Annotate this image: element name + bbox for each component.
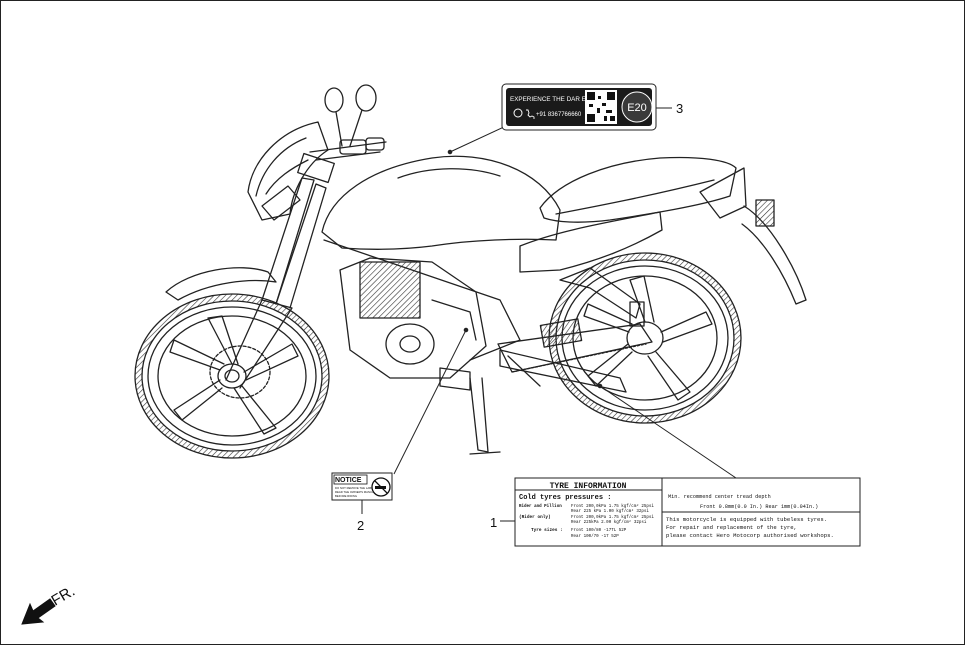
phone-icon	[526, 109, 535, 119]
tubeless-note-2: For repair and replacement of the tyre,	[666, 524, 797, 531]
label-3-sticker: EXPERIENCE THE DAR E +91 8367766660 E20	[501, 83, 657, 131]
handlebar-mirrors	[309, 84, 387, 161]
side-stand	[439, 355, 541, 455]
tyre-sizes-label: Tyre sizes :	[531, 528, 563, 533]
arrow-front-icon	[21, 598, 56, 625]
exhaust	[499, 349, 627, 393]
e20-badge-text: E20	[627, 102, 647, 114]
row1-rear: Rear 225 kPa 1.00 kgf/cm² 32psi	[571, 508, 649, 514]
whatsapp-icon	[513, 108, 523, 118]
side-panel	[519, 211, 663, 273]
headlight-cowl	[247, 121, 329, 221]
front-fender	[165, 267, 277, 301]
engine	[339, 257, 487, 379]
row3-front: Front 100/80 -17TL 52P	[571, 528, 627, 533]
fuel-tank	[321, 155, 561, 250]
rider-pillion-label: Rider and Pillion	[519, 504, 562, 509]
label-2-notice: NOTICE DO NOT REMOVE THE LABEL READ THE …	[331, 472, 393, 501]
row1-front: Front 200,0kPa 1.75 kgf/cm² 25psi	[571, 503, 654, 509]
row2-front: Front 200,0kPa 1.75 kgf/cm² 25psi	[571, 514, 654, 520]
rider-only-label: (Rider only)	[519, 515, 551, 520]
notice-title: NOTICE	[335, 477, 362, 484]
tubeless-note-1: This motorcycle is equipped with tubeles…	[666, 516, 827, 523]
e20-badge	[621, 91, 653, 123]
seat	[539, 156, 737, 223]
callout-3: 3	[676, 101, 683, 116]
motorcycle-illustration	[134, 84, 807, 459]
row3-rear: Rear 100/70 -17 52P	[571, 534, 619, 539]
notice-line-2: READ THE OWNER'S MANUAL	[335, 490, 376, 494]
tread-depth-line-1: Min. recommend center tread depth	[668, 494, 771, 500]
no-smoking-icon	[371, 477, 391, 497]
label-3-phone: +91 8367766660	[536, 112, 582, 118]
tubeless-note-3: please contact Hero Motocorp authorised …	[666, 532, 834, 539]
label-3-headline: EXPERIENCE THE DAR E	[510, 96, 586, 103]
qr-code-icon	[585, 90, 617, 124]
front-wheel	[134, 293, 330, 459]
cold-pressures-heading: Cold tyres pressures :	[519, 494, 611, 502]
label-1-tyre-information: TYRE INFORMATION Cold tyres pressures : …	[514, 477, 861, 547]
notice-line-3: BEFORE RIDING	[335, 494, 357, 498]
callout-1: 1	[490, 515, 497, 530]
leader-lines	[361, 107, 737, 522]
front-direction: FR.	[21, 583, 78, 625]
row2-rear: Rear 225kPa 2.00 kgf/cm² 32psi	[571, 519, 647, 525]
swingarm-chain	[497, 267, 653, 373]
tail-section	[699, 167, 807, 305]
tyre-info-title: TYRE INFORMATION	[550, 482, 627, 491]
front-fork	[225, 152, 335, 389]
notice-line-1: DO NOT REMOVE THE LABEL	[335, 486, 375, 490]
callout-2: 2	[357, 518, 364, 533]
tread-depth-line-2: Front 0.8mm(0.0 In.) Rear 1mm(0.04In.)	[700, 504, 818, 510]
